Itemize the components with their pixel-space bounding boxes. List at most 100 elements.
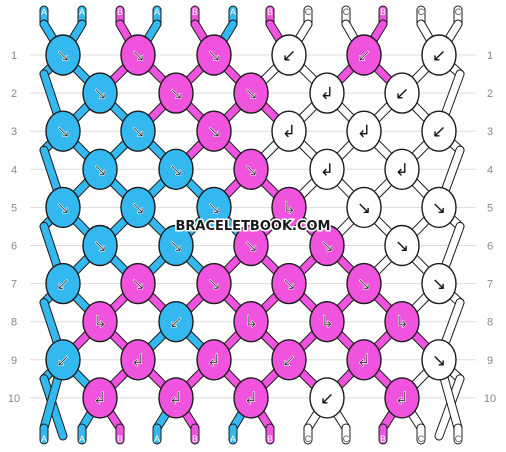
row-number-right: 1 xyxy=(487,50,493,62)
knot: ↘ xyxy=(196,110,232,152)
knot: ↙ xyxy=(271,34,307,76)
knot: ↘ xyxy=(158,148,194,191)
knot: ↲ xyxy=(346,339,382,381)
knot-arrow-icon: ↘ xyxy=(357,275,371,295)
row-number-left: 1 xyxy=(11,50,17,62)
knot: ↳ xyxy=(309,301,345,343)
knot: ↘ xyxy=(120,186,156,229)
knot: ↘ xyxy=(384,224,420,267)
knot-arrow-icon: ↘ xyxy=(169,237,183,257)
strand-label-top: C xyxy=(343,7,350,17)
strand-label-top: B xyxy=(117,7,123,17)
knot-arrow-icon: ↳ xyxy=(320,313,334,333)
knot-body xyxy=(421,262,457,305)
knot-body xyxy=(196,110,232,152)
strand-label-top: C xyxy=(305,7,312,17)
knot: ↲ xyxy=(384,377,420,419)
knot: ↙ xyxy=(346,34,382,76)
knot-arrow-icon: ↘ xyxy=(207,198,221,218)
row-number-left: 4 xyxy=(11,164,17,176)
knot-body xyxy=(384,224,420,267)
knot-arrow-icon: ↘ xyxy=(432,198,446,218)
knot-arrow-icon: ↳ xyxy=(244,313,258,333)
strand-label-top: A xyxy=(41,7,47,17)
knot-arrow-icon: ↲ xyxy=(395,160,409,180)
knot-arrow-icon: ↲ xyxy=(320,84,334,104)
knot-arrow-icon: ↘ xyxy=(432,275,446,295)
knot-body xyxy=(196,339,232,381)
strand-label-bottom: B xyxy=(380,434,386,444)
knot-body xyxy=(233,301,269,343)
knot: ↳ xyxy=(384,301,420,343)
knot: ↳ xyxy=(82,301,118,343)
watermark: BRACELETBOOK.COM xyxy=(176,219,331,234)
knot: ↘ xyxy=(346,262,382,305)
knot: ↲ xyxy=(120,339,156,381)
strand-label-top: A xyxy=(79,7,85,17)
knot-arrow-icon: ↲ xyxy=(244,389,258,409)
knot-arrow-icon: ↙ xyxy=(282,46,296,66)
knot-arrow-icon: ↙ xyxy=(169,313,183,333)
knot-body xyxy=(158,301,194,343)
knot-body xyxy=(271,34,307,76)
strand-label-bottom: B xyxy=(267,434,273,444)
knot-arrow-icon: ↘ xyxy=(131,275,145,295)
strand-label-top: C xyxy=(455,7,462,17)
strand-label-bottom: A xyxy=(154,434,160,444)
knot-arrow-icon: ↘ xyxy=(244,84,258,104)
knot: ↘ xyxy=(45,186,81,229)
knot-arrow-icon: ↲ xyxy=(395,389,409,409)
knot: ↘ xyxy=(82,148,118,191)
strand-label-top: B xyxy=(192,7,198,17)
knot-arrow-icon: ↲ xyxy=(357,122,371,142)
strand-label-bottom: B xyxy=(117,434,123,444)
row-number-left: 5 xyxy=(11,202,17,214)
knot-body xyxy=(82,301,118,343)
knot: ↙ xyxy=(309,377,345,419)
knot-body xyxy=(421,186,457,229)
knot-body xyxy=(233,224,269,267)
knot-arrow-icon: ↘ xyxy=(282,275,296,295)
knot-body xyxy=(158,377,194,419)
knot-body xyxy=(82,72,118,114)
knot-body xyxy=(421,339,457,381)
knot-body xyxy=(82,224,118,267)
knot-body xyxy=(196,186,232,229)
knot: ↘ xyxy=(45,34,81,76)
row-number-left: 9 xyxy=(11,355,17,367)
knot-arrow-icon: ↘ xyxy=(93,237,107,257)
knot-body xyxy=(346,110,382,152)
strand-label-top: A xyxy=(154,7,160,17)
knot-arrow-icon: ↲ xyxy=(169,389,183,409)
knot-body xyxy=(45,186,81,229)
knot: ↙ xyxy=(45,262,81,305)
row-number-right: 3 xyxy=(487,126,493,138)
strand-label-bottom: B xyxy=(192,434,198,444)
knot-body xyxy=(346,34,382,76)
knot-body xyxy=(158,72,194,114)
knot: ↙ xyxy=(421,110,457,152)
knot-arrow-icon: ↘ xyxy=(56,198,70,218)
knot-body xyxy=(271,339,307,381)
knot: ↘ xyxy=(82,72,118,114)
row-number-right: 2 xyxy=(487,88,493,100)
knot-arrow-icon: ↘ xyxy=(207,275,221,295)
knot-arrow-icon: ↘ xyxy=(395,237,409,257)
knot-body xyxy=(346,262,382,305)
knot-arrow-icon: ↙ xyxy=(56,275,70,295)
knot-body xyxy=(309,148,345,191)
knot-body xyxy=(346,186,382,229)
knot-body xyxy=(384,377,420,419)
knot-arrow-icon: ↙ xyxy=(432,46,446,66)
knot-arrow-icon: ↳ xyxy=(93,313,107,333)
row-number-left: 6 xyxy=(11,241,17,253)
knot: ↘ xyxy=(421,262,457,305)
knot: ↘ xyxy=(421,339,457,381)
knot: ↘ xyxy=(82,224,118,267)
knot: ↲ xyxy=(158,377,194,419)
knot-arrow-icon: ↘ xyxy=(207,46,221,66)
row-number-right: 7 xyxy=(487,279,493,291)
knot-body xyxy=(158,224,194,267)
knot-arrow-icon: ↳ xyxy=(395,313,409,333)
